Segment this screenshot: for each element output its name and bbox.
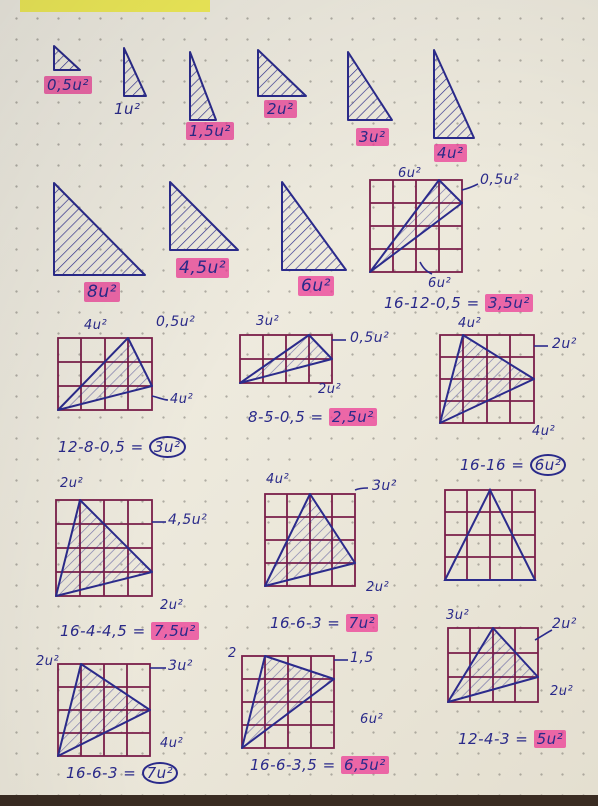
g3-label-tr: 0,5u² [350,330,390,346]
yellow-highlight-top [20,0,210,12]
g1-equation: 16-12-0,5 = 3,5u² [384,294,533,312]
triangle-1-5 [189,51,217,121]
arrows [150,183,553,669]
label-row2-2: 4,5u² [176,258,230,278]
g1-eq-text: 16-12-0,5 = [384,294,480,312]
g8-equation: 12-4-3 = 5u² [458,730,567,748]
g9-equation: 16-6-3 = 7u² [66,762,179,784]
g2-equation: 12-8-0,5 = 3u² [58,436,186,458]
label-row2-1: 8u² [84,282,120,302]
g10-label-br: 6u² [360,712,384,727]
triangle-0-5 [53,45,81,71]
g6-label-br: 2u² [366,580,390,595]
g5-label-tl: 2u² [60,476,84,491]
g8-label-br: 2u² [550,684,574,699]
triangle-8 [53,182,146,276]
label-row2-3: 6u² [298,276,334,296]
g4-eq-result: 6u² [529,454,567,476]
g2-label-br: 4u² [170,392,194,407]
g4-equation: 16-16 = 6u² [460,454,567,476]
g10-label-tr: 1,5 [350,650,374,666]
g2-eq-result: 3u² [148,436,186,458]
g2-label-tl: 4u² [84,318,108,333]
triangle-3 [347,51,393,121]
grid9-triangle [57,663,151,757]
g9-label-tl: 2u² [36,654,60,669]
g10-label-tl: 2 [228,646,237,661]
g9-eq-result: 7u² [141,762,179,784]
g5-label-br: 2u² [160,598,184,613]
g10-equation: 16-6-3,5 = 6,5u² [250,756,389,774]
triangle-1 [123,47,147,97]
g10-eq-text: 16-6-3,5 = [250,756,336,774]
g2-label-tr: 0,5u² [156,314,196,330]
g6-equation: 16-6-3 = 7u² [270,614,379,632]
grid4-triangle [439,334,535,424]
label-row1-5: 3u² [356,128,389,146]
g8-eq-result: 5u² [533,730,567,748]
g4-eq-text: 16-16 = [460,456,525,474]
label-row1-2: 1u² [114,100,141,118]
g6-label-tl: 4u² [266,472,290,487]
grid7-triangle [443,487,537,581]
g4-label-br: 4u² [532,424,556,439]
grid6-triangle [264,493,356,587]
g6-label-tr: 3u² [372,478,397,494]
grid3-triangle [239,334,333,384]
g10-eq-result: 6,5u² [340,756,389,774]
label-row1-3: 1,5u² [186,122,234,140]
g5-eq-result: 7,5u² [150,622,199,640]
grid2-triangle [57,337,153,411]
label-row1-6: 4u² [434,144,467,162]
triangle-6 [281,181,347,271]
grid1-triangle [369,179,463,273]
g3-equation: 8-5-0,5 = 2,5u² [248,408,377,426]
g1-label-tl: 6u² [398,166,422,181]
g1-eq-result: 3,5u² [484,294,533,312]
triangle-2 [257,49,307,97]
g6-eq-result: 7u² [345,614,379,632]
label-row1-4: 2u² [264,100,297,118]
g9-eq-text: 16-6-3 = [66,764,137,782]
g4-label-tl: 4u² [458,316,482,331]
label-row1-1: 0,5u² [44,76,92,94]
g3-eq-result: 2,5u² [328,408,377,426]
g8-label-tl: 3u² [446,608,470,623]
g8-label-tr: 2u² [552,616,577,632]
g9-label-br: 4u² [160,736,184,751]
g5-label-tr: 4,5u² [168,512,208,528]
triangle-4-5 [169,181,239,251]
g8-eq-text: 12-4-3 = [458,730,529,748]
g3-eq-text: 8-5-0,5 = [248,408,324,426]
g9-label-tr: 3u² [168,658,193,674]
grid5-triangle [55,499,153,597]
g2-eq-text: 12-8-0,5 = [58,438,144,456]
triangle-4 [433,49,475,139]
g3-label-tl: 3u² [256,314,280,329]
g5-equation: 16-4-4,5 = 7,5u² [60,622,199,640]
grid8-triangle [447,627,539,703]
g3-label-br: 2u² [318,382,342,397]
g5-eq-text: 16-4-4,5 = [60,622,146,640]
grid10-triangle [241,655,335,749]
g6-eq-text: 16-6-3 = [270,614,341,632]
g1-label-br: 6u² [428,276,452,291]
g1-label-tr: 0,5u² [480,172,520,188]
g4-label-tr: 2u² [552,336,577,352]
